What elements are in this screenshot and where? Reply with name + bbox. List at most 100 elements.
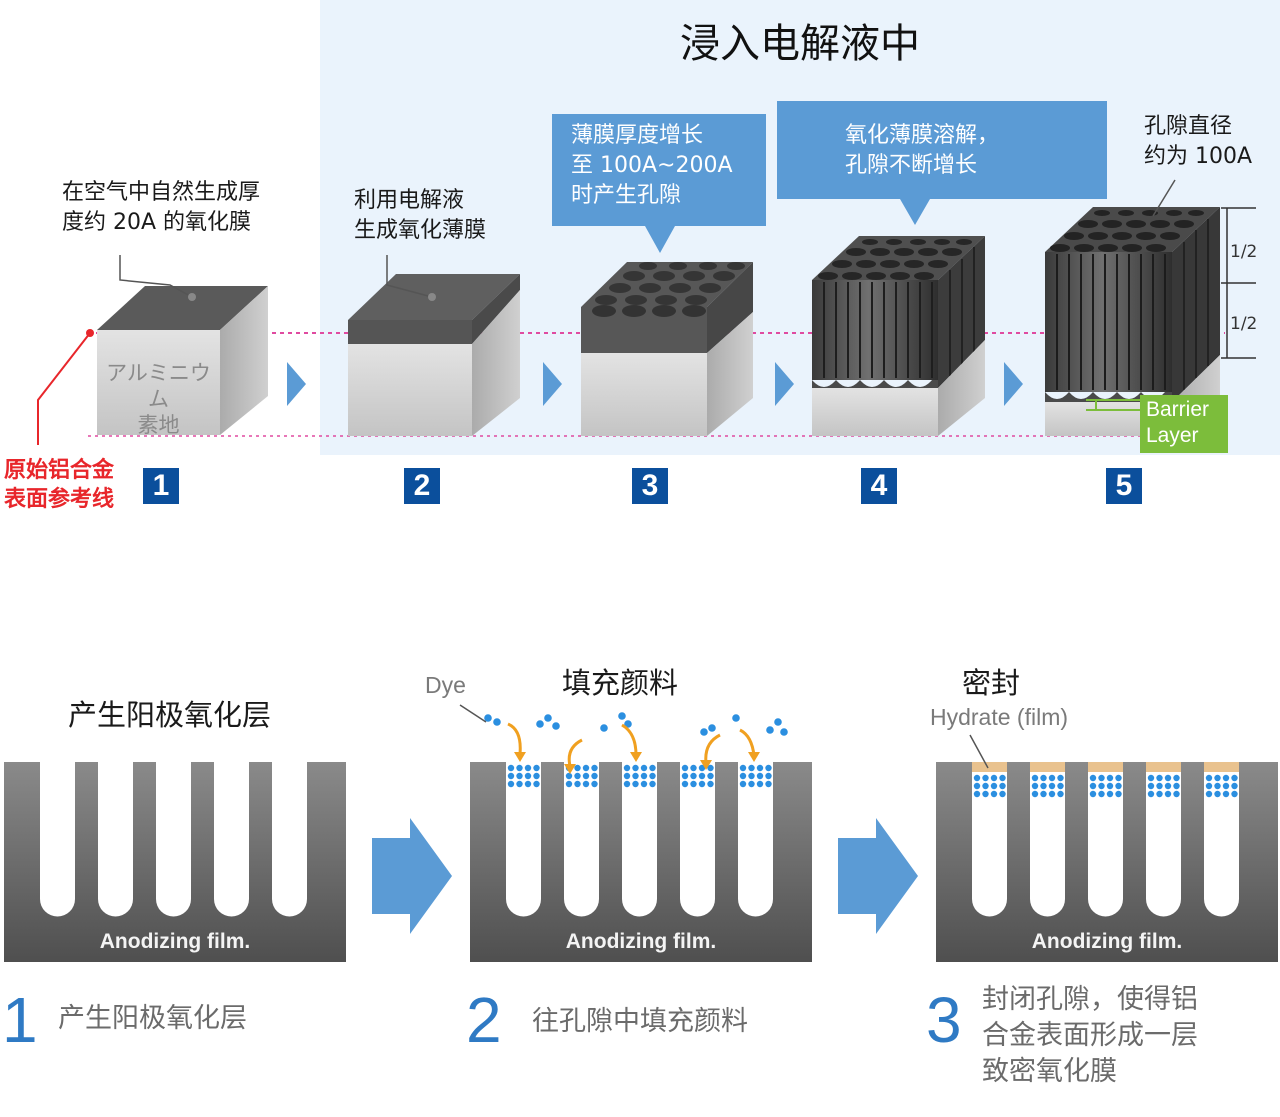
dye-particle [533,764,540,772]
dye-particle [748,780,755,788]
dye-particle [1214,782,1221,790]
dye-particle [739,772,747,780]
dye-particle [1048,774,1056,782]
dye-particle [624,720,632,728]
dye-particle [990,774,998,782]
dye-particle [756,772,764,780]
dye-particle [533,772,540,780]
dye-particle [582,764,590,772]
dye-particle [1173,790,1180,798]
dye-particle [1147,774,1155,782]
panel1-film-label: Anodizing film. [99,930,251,953]
dye-particle [524,780,532,788]
dye-particle [1098,782,1105,790]
dye-particle [1106,782,1114,790]
dye-particle [632,780,639,788]
dye-particle [681,780,689,788]
dye-particle [690,780,697,788]
panel3-number: 3 [926,984,962,1056]
half-bottom-label: 1/2 [1230,314,1258,334]
dye-particle [707,764,714,772]
dye-particle [591,780,598,788]
dye-particle [1098,790,1105,798]
dye-particle [640,780,648,788]
dye-particle [1098,774,1105,782]
dye-particle [565,780,573,788]
bottom-arrow-2 [838,818,918,934]
dye-particle [1089,782,1097,790]
step-badge-1: 1 [143,468,179,504]
dye-particle [1164,774,1172,782]
dye-particle [574,764,581,772]
dye-particle [1205,774,1213,782]
dye-particle [990,790,998,798]
dye-particle [649,772,656,780]
dye-particle [507,780,515,788]
panel1-number: 1 [2,984,38,1056]
dye-particle [516,772,523,780]
dye-particle [1231,774,1238,782]
dye-particle [516,764,523,772]
dye-particle [591,764,598,772]
dye-particle [632,764,639,772]
dye-particle [649,764,656,772]
panel2-number: 2 [466,984,502,1056]
dye-particle [1156,782,1163,790]
dye-particle [1231,782,1238,790]
block-4 [812,236,985,436]
page-title: 浸入电解液中 [680,21,920,67]
dye-particle [1115,774,1122,782]
bottom-panel-3-art [936,734,1278,962]
bottom-panel-1-art [4,762,346,962]
dye-particle [600,724,608,732]
dye-particle [739,764,747,772]
dye-particle [1147,782,1155,790]
dye-particle [1214,774,1221,782]
dye-particle [1115,790,1122,798]
panel1-description: 产生阳极氧化层 [58,1003,247,1034]
dye-particle [973,782,981,790]
step2-label: 利用电解液 生成氧化薄膜 [354,188,487,243]
dye-particle [756,780,764,788]
bottom-arrow-1 [372,818,452,934]
dye-particle [582,772,590,780]
dye-particle [552,722,560,730]
dye-particle [1205,782,1213,790]
dye-particle [493,718,501,726]
step3-callout-text: 薄膜厚度增长 至 100A~200A 时产生孔隙 [571,123,733,208]
block-2 [348,255,520,436]
dye-particle [700,728,708,736]
dye-particle [999,774,1006,782]
block-3 [581,262,753,436]
dye-particle [1040,782,1047,790]
dye-particle [1164,782,1172,790]
dye-particle [690,764,697,772]
panel3-film-label: Anodizing film. [1031,930,1183,953]
step-badge-2: 2 [404,468,440,504]
panel2-heading: 填充颜料 [562,666,679,700]
dye-particle [1231,790,1238,798]
dye-particle [1031,782,1039,790]
dye-particle [1115,782,1122,790]
dye-particle [1040,790,1047,798]
step-badge-5: 5 [1106,468,1142,504]
dye-particle [1147,790,1155,798]
dye-particle [536,720,544,728]
dye-particle [732,714,740,722]
dye-particle [1164,790,1172,798]
dye-particle [516,780,523,788]
dye-particle [1106,774,1114,782]
dye-particle [1173,782,1180,790]
dye-particle [623,764,631,772]
step5-label: 孔隙直径 约为 100A [1144,114,1253,169]
dye-particle [681,772,689,780]
dye-particle [1222,790,1230,798]
dye-particle [484,714,492,722]
dye-particle [698,764,706,772]
dye-particle [623,780,631,788]
dye-particle [748,772,755,780]
dye-particle [565,772,573,780]
dye-particle [765,780,772,788]
dye-particle [1205,790,1213,798]
